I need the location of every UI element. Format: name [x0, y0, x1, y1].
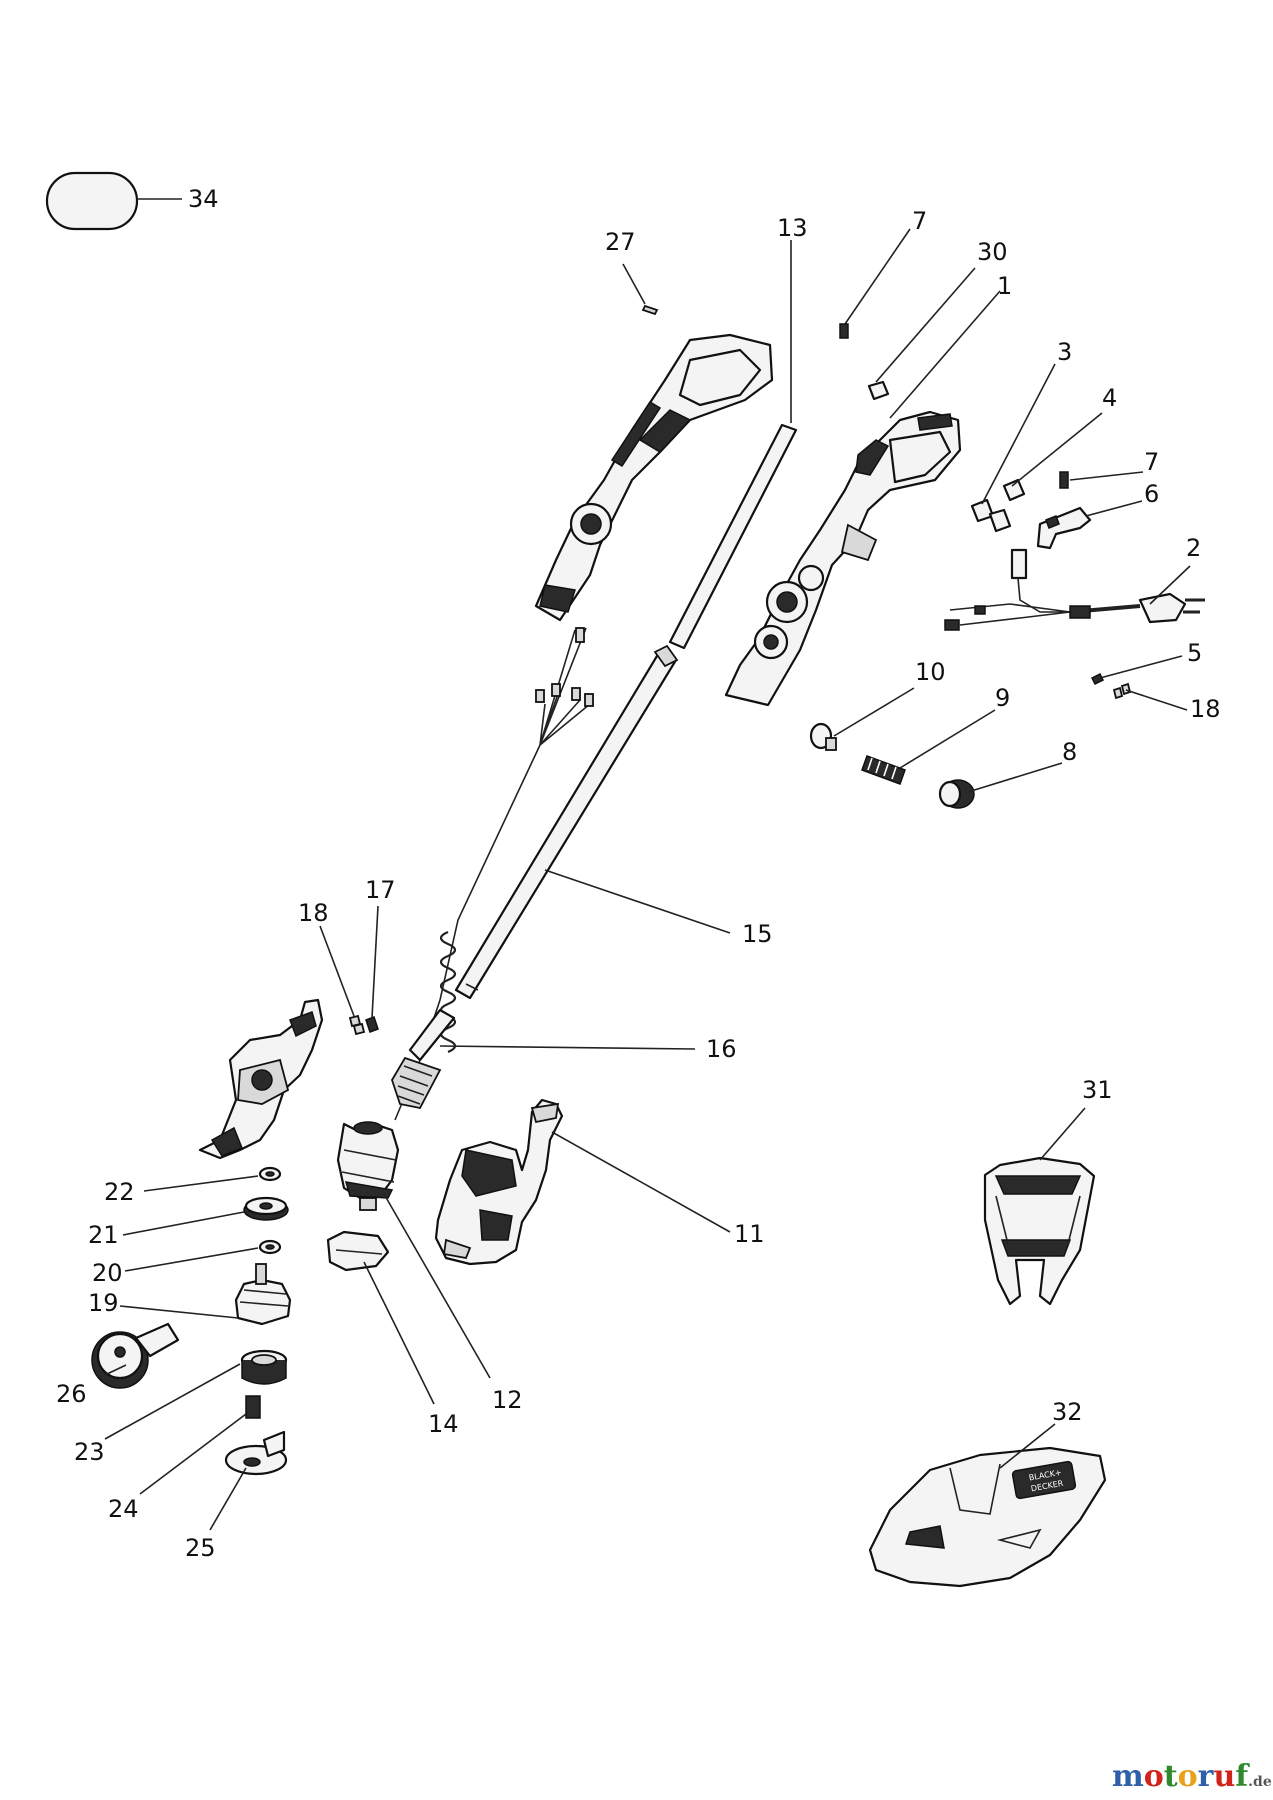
- part-4-switch-contact: [1002, 478, 1026, 502]
- callout-numbers: 34 27 13 7 30 1 3 4 7 6 2 5 18 10 9 8 15…: [56, 185, 1221, 1562]
- motor-housing-left-half: [198, 998, 324, 1160]
- callout-34: 34: [188, 185, 219, 213]
- part-2-power-cable: [944, 548, 1205, 631]
- part-10-knob-pin: [809, 722, 837, 751]
- wm-letter-4: o: [1178, 1759, 1198, 1794]
- callout-2: 2: [1186, 534, 1201, 562]
- callout-7-lower: 7: [1144, 448, 1159, 476]
- callout-4: 4: [1102, 384, 1117, 412]
- callout-6: 6: [1144, 480, 1159, 508]
- callout-1: 1: [997, 272, 1012, 300]
- part-26-edge-wheel: [91, 1322, 180, 1389]
- part-7-spring-upper: [839, 323, 849, 339]
- part-11-motor-housing-right: [434, 1098, 564, 1266]
- part-5-screw: [1090, 672, 1105, 686]
- part-18-screws-right: [1112, 682, 1132, 700]
- callout-26: 26: [56, 1380, 87, 1408]
- part-21-gear: [243, 1196, 289, 1221]
- wm-letter-3: t: [1164, 1759, 1178, 1794]
- part-6-trigger: [1036, 506, 1092, 550]
- part-22-washer: [258, 1166, 282, 1182]
- callout-22: 22: [104, 1178, 135, 1206]
- part-12-motor: [336, 1121, 400, 1211]
- callout-18-left: 18: [298, 899, 329, 927]
- leader-lines: [104, 198, 1191, 1531]
- wm-letter-5: r: [1198, 1759, 1215, 1794]
- callout-17: 17: [365, 876, 396, 904]
- callout-13: 13: [777, 214, 808, 242]
- part-13-upper-tube: [668, 423, 798, 650]
- callout-16: 16: [706, 1035, 737, 1063]
- part-9-spring: [861, 755, 906, 785]
- watermark-logo: motoruf.de: [1112, 1759, 1272, 1794]
- callout-25: 25: [185, 1534, 216, 1562]
- part-1-handle-right-half: [724, 410, 962, 707]
- part-15-lower-tube: [454, 644, 679, 1000]
- part-23-spool: [240, 1349, 288, 1385]
- wm-letter-7: f: [1235, 1759, 1250, 1794]
- wm-tld: .de: [1248, 1774, 1272, 1790]
- callout-11: 11: [734, 1220, 765, 1248]
- callout-23: 23: [74, 1438, 105, 1466]
- part-3-switch-plates: [970, 498, 1012, 533]
- part-16-tube-collar: [391, 1008, 456, 1110]
- callout-20: 20: [92, 1259, 123, 1287]
- callout-12: 12: [492, 1386, 523, 1414]
- callout-24: 24: [108, 1495, 139, 1523]
- part-20-washer: [258, 1239, 282, 1255]
- wm-letter-6: u: [1213, 1759, 1235, 1794]
- callout-30: 30: [977, 238, 1008, 266]
- part-19-spool-housing: [234, 1263, 292, 1326]
- callout-7-upper: 7: [912, 207, 927, 235]
- callout-15: 15: [742, 920, 773, 948]
- callout-3: 3: [1057, 338, 1072, 366]
- part-14-clamp-ring: [326, 1230, 390, 1272]
- part-18-screws-left: [348, 1014, 366, 1036]
- callout-18-right: 18: [1190, 695, 1221, 723]
- handle-left-half: [534, 333, 774, 622]
- part-27-screw: [641, 304, 659, 316]
- part-24-spring: [245, 1395, 261, 1419]
- callout-5: 5: [1187, 639, 1202, 667]
- callout-31: 31: [1082, 1076, 1113, 1104]
- part-8-adjust-knob: [938, 779, 975, 809]
- part-34-label-plate: [45, 171, 139, 231]
- callout-32: 32: [1052, 1398, 1083, 1426]
- part-7-spring-lower: [1059, 471, 1069, 489]
- part-30-lock-button: [867, 380, 890, 401]
- part-25-spool-cap: [224, 1430, 288, 1476]
- callout-10: 10: [915, 658, 946, 686]
- callout-9: 9: [995, 684, 1010, 712]
- callout-27: 27: [605, 228, 636, 256]
- wm-letter-2: o: [1144, 1759, 1164, 1794]
- callout-21: 21: [88, 1221, 119, 1249]
- callout-19: 19: [88, 1289, 119, 1317]
- wm-letter-1: m: [1112, 1759, 1144, 1794]
- part-31-aux-handle: [983, 1156, 1096, 1306]
- svg-text:motoruf.de: motoruf.de: [1112, 1759, 1272, 1794]
- callout-8: 8: [1062, 738, 1077, 766]
- part-32-guard: BLACK+ DECKER: [868, 1446, 1107, 1588]
- part-17-screw: [365, 1016, 379, 1033]
- callout-14: 14: [428, 1410, 459, 1438]
